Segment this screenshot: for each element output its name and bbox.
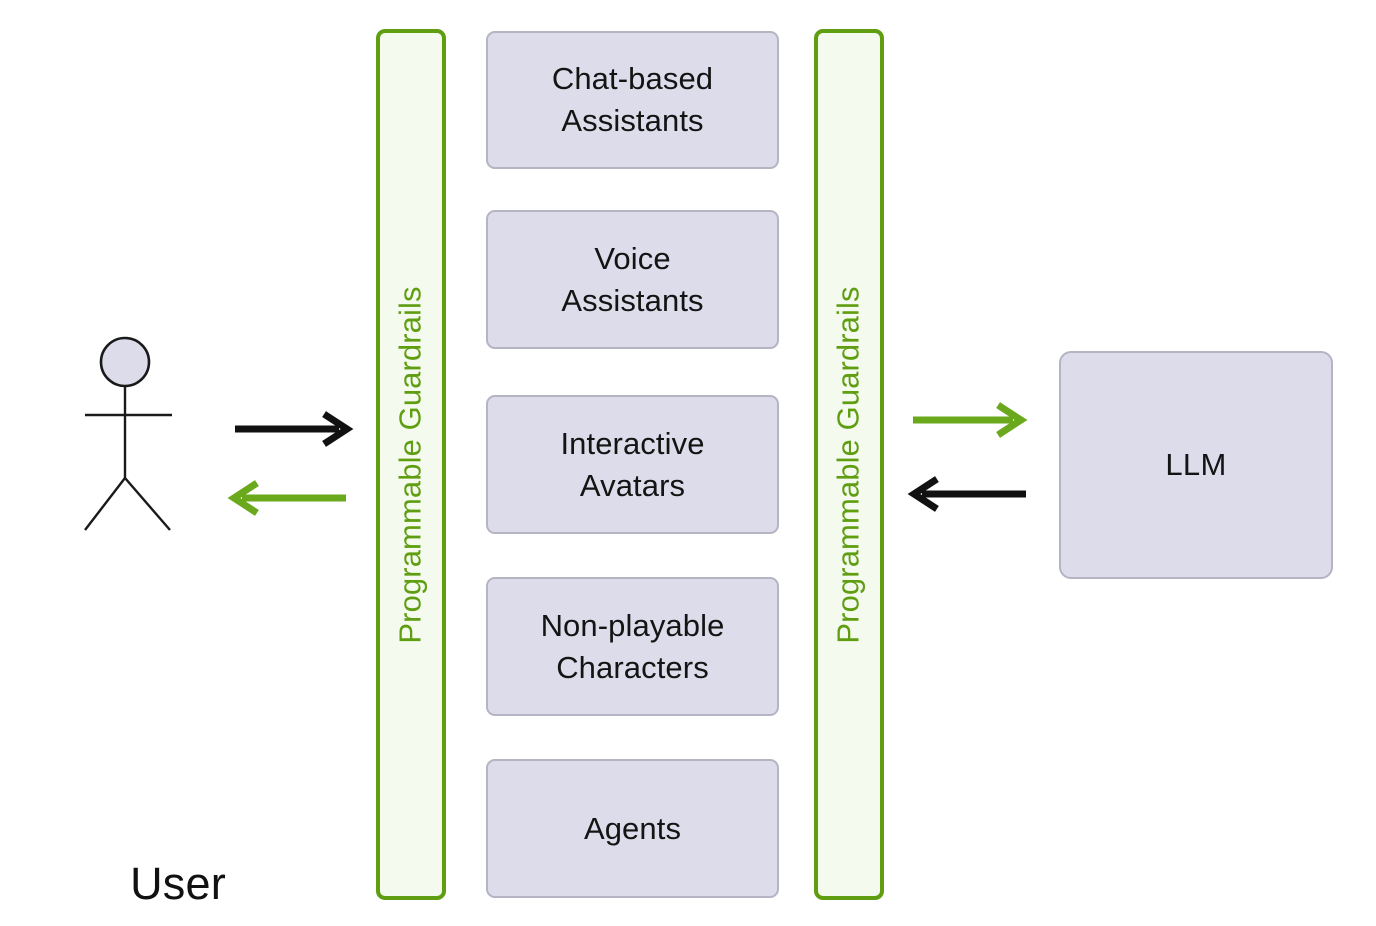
app-box-line1: Agents [583, 810, 682, 846]
arrow-llm-to-guardrail [907, 476, 1032, 512]
app-box-voice-assistants[interactable]: Voice Assistants [486, 210, 779, 349]
app-box-line1: Chat-based [551, 61, 714, 96]
guardrail-left-label: Programmable Guardrails [393, 285, 428, 644]
guardrail-right: Programmable Guardrails [814, 29, 884, 900]
app-box-line1: Voice [594, 240, 671, 276]
user-actor: User [55, 330, 255, 909]
application-boxes-group: Chat-based Assistants Voice Assistants I… [486, 31, 779, 898]
llm-box-label: LLM [1165, 447, 1227, 482]
arrow-guardrail-to-llm [911, 402, 1033, 438]
guardrail-right-label: Programmable Guardrails [831, 285, 866, 644]
app-box-line1: Non-playable [540, 607, 725, 643]
app-box-agents[interactable]: Agents [486, 759, 779, 898]
llm-box[interactable]: LLM [1059, 351, 1333, 579]
app-box-label: Agents [574, 808, 691, 850]
app-box-label: Chat-based Assistants [542, 58, 723, 142]
app-box-line1: Interactive [560, 425, 705, 461]
app-box-label: Interactive Avatars [550, 423, 714, 507]
user-actor-label: User [130, 858, 226, 909]
app-box-label: Non-playable Characters [531, 605, 735, 689]
app-box-line2: Characters [556, 649, 709, 685]
app-box-chat-based-assistants[interactable]: Chat-based Assistants [486, 31, 779, 169]
app-box-non-playable-characters[interactable]: Non-playable Characters [486, 577, 779, 716]
guardrail-left: Programmable Guardrails [376, 29, 446, 900]
arrow-user-to-guardrail [235, 411, 357, 447]
app-box-line2: Assistants [561, 103, 704, 138]
arrow-guardrail-to-user [227, 480, 354, 516]
app-box-interactive-avatars[interactable]: Interactive Avatars [486, 395, 779, 534]
app-box-line2: Avatars [579, 467, 686, 503]
app-box-line2: Assistants [561, 282, 704, 318]
app-box-label: Voice Assistants [551, 238, 713, 322]
stick-figure-person-icon [84, 336, 172, 531]
